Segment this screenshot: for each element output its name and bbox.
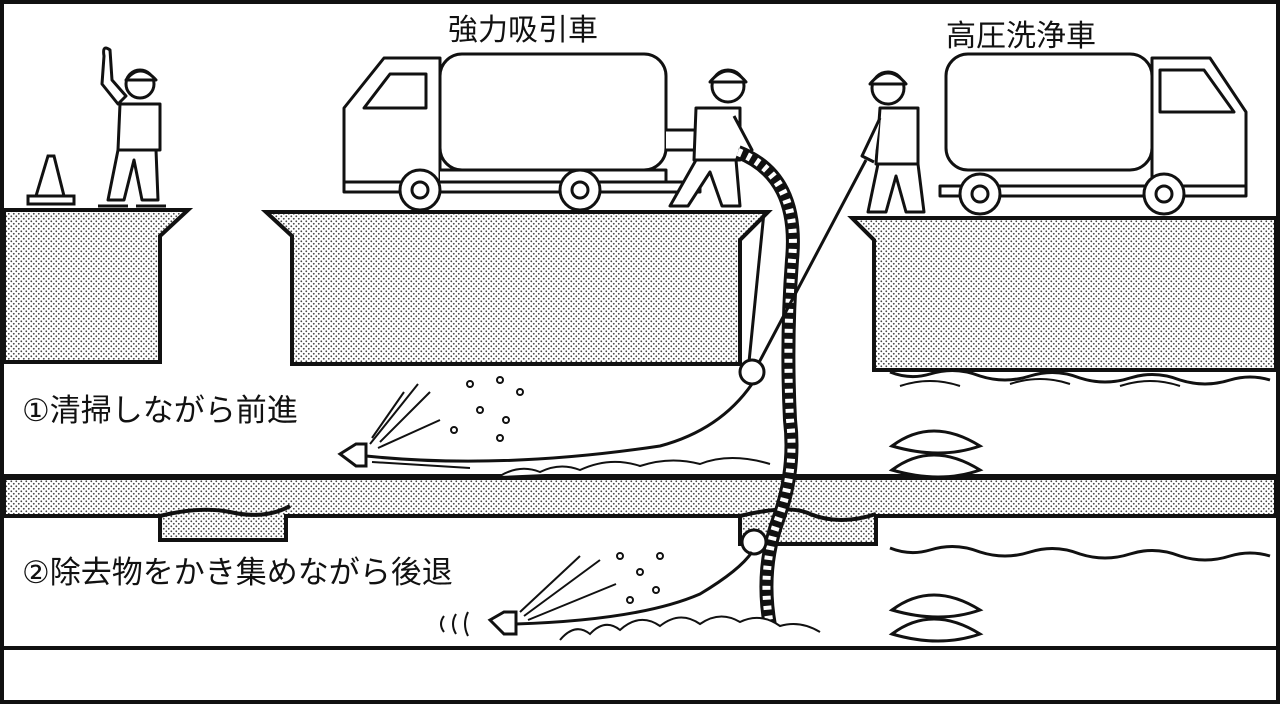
- step2-caption: ②除去物をかき集めながら後退: [22, 555, 453, 591]
- spray-step2: [519, 552, 664, 621]
- suction-truck-label: 強力吸引車: [448, 13, 598, 48]
- flagman-worker: [98, 46, 166, 208]
- ground-block-left: [2, 208, 194, 364]
- sandbags-upper: [888, 429, 984, 479]
- suction-truck: [342, 52, 702, 212]
- sandbags-lower: [888, 593, 984, 643]
- pulley-lower: [740, 528, 768, 556]
- water-surface-lower: [889, 545, 1271, 562]
- pulley-upper: [738, 358, 766, 386]
- spray-step1: [369, 376, 524, 469]
- traffic-cone-icon: [26, 154, 76, 206]
- motion-lines-step2: [440, 611, 469, 637]
- step1-caption: ①清掃しながら前進: [22, 393, 298, 429]
- debris-pile-step2: [559, 615, 821, 641]
- washer-truck-label: 高圧洗浄車: [946, 19, 1096, 54]
- nozzle-step2: [487, 551, 754, 636]
- water-surface-upper: [889, 369, 1271, 386]
- ground-blocks: [2, 208, 1278, 372]
- ground-block-middle: [260, 210, 773, 366]
- pipe-band: [2, 474, 1278, 546]
- debris-pile-step1: [499, 457, 771, 477]
- washer-operator: [860, 70, 926, 214]
- wash-hose: [752, 159, 868, 373]
- suction-operator: [668, 68, 754, 208]
- washer-truck: [938, 52, 1248, 216]
- nozzle-step1: [337, 383, 754, 468]
- ground-block-right: [847, 216, 1278, 372]
